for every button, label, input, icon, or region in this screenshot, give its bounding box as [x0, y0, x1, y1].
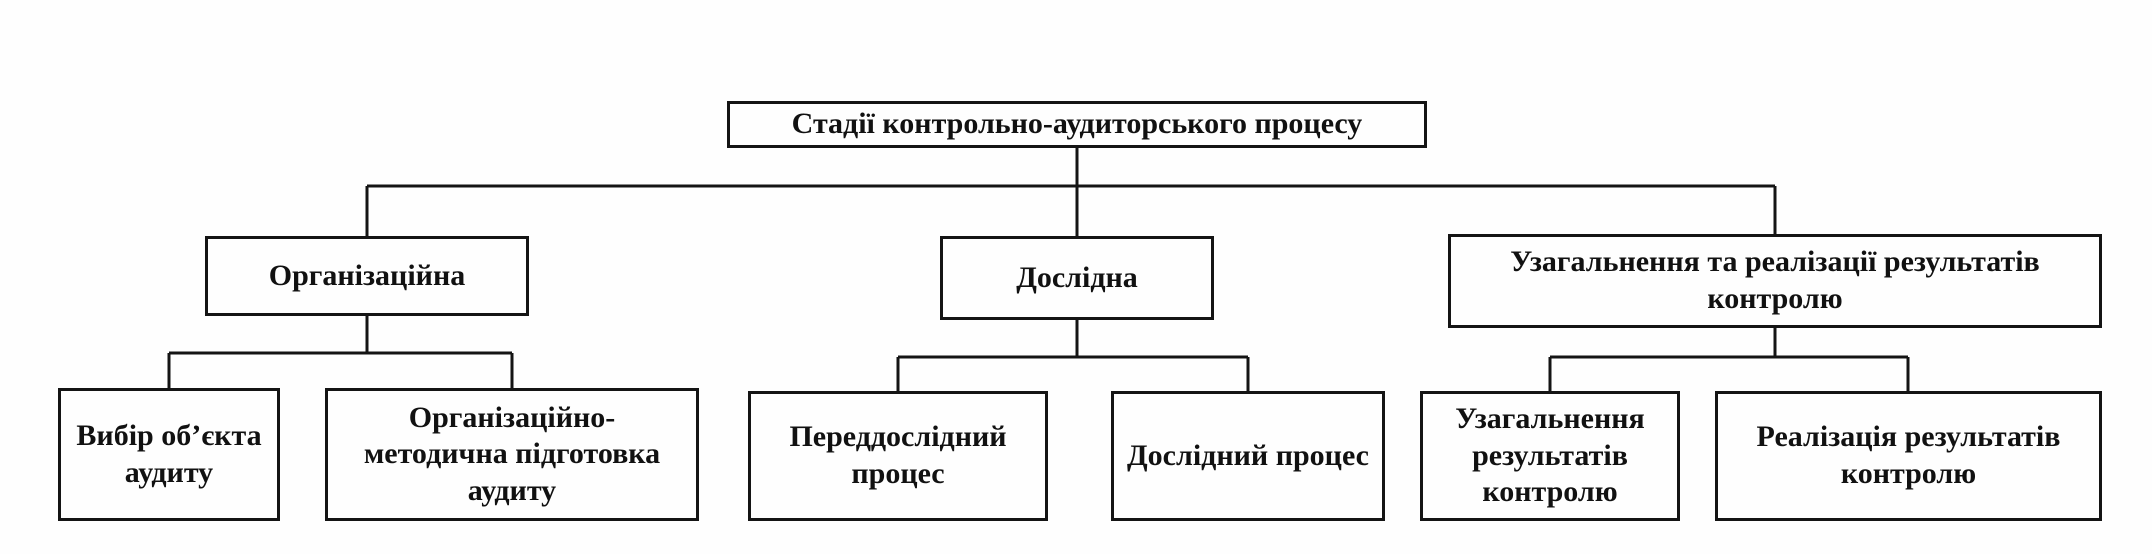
node-substage-realization-of-results-label: Реалізація результатів контролю [1756, 420, 2061, 490]
node-substage-audit-object-selection: Вибір об’єкта аудиту [58, 388, 280, 521]
node-substage-realization-of-results: Реалізація результатів контролю [1715, 391, 2102, 521]
node-stage-research-label: Дослідна [1016, 260, 1138, 294]
node-substage-audit-object-selection-label: Вибір об’єкта аудиту [76, 418, 262, 489]
node-substage-org-methodical-preparation: Організаційно-методична підготовка аудит… [325, 388, 699, 521]
node-stage-organizational: Організаційна [205, 236, 529, 316]
node-substage-pre-research-process: Переддослідний процес [748, 391, 1048, 521]
node-stage-generalization-label: Узагальнення та реалізації результатів к… [1510, 245, 2040, 315]
node-stage-generalization: Узагальнення та реалізації результатів к… [1448, 234, 2102, 328]
node-root-stages: Стадії контрольно-аудиторського процесу [727, 101, 1427, 148]
node-substage-research-process: Дослідний процес [1111, 391, 1385, 521]
node-substage-research-process-label: Дослідний процес [1127, 438, 1369, 472]
node-stage-organizational-label: Організаційна [268, 258, 466, 292]
node-substage-pre-research-process-label: Переддослідний процес [789, 420, 1007, 490]
node-substage-org-methodical-preparation-label: Організаційно-методична підготовка аудит… [363, 400, 661, 507]
node-substage-generalization-of-results: Узагальнення результатів контролю [1420, 391, 1680, 521]
node-root-stages-label: Стадії контрольно-аудиторського процесу [791, 107, 1363, 141]
node-stage-research: Дослідна [940, 236, 1214, 320]
node-substage-generalization-of-results-label: Узагальнення результатів контролю [1455, 402, 1645, 509]
